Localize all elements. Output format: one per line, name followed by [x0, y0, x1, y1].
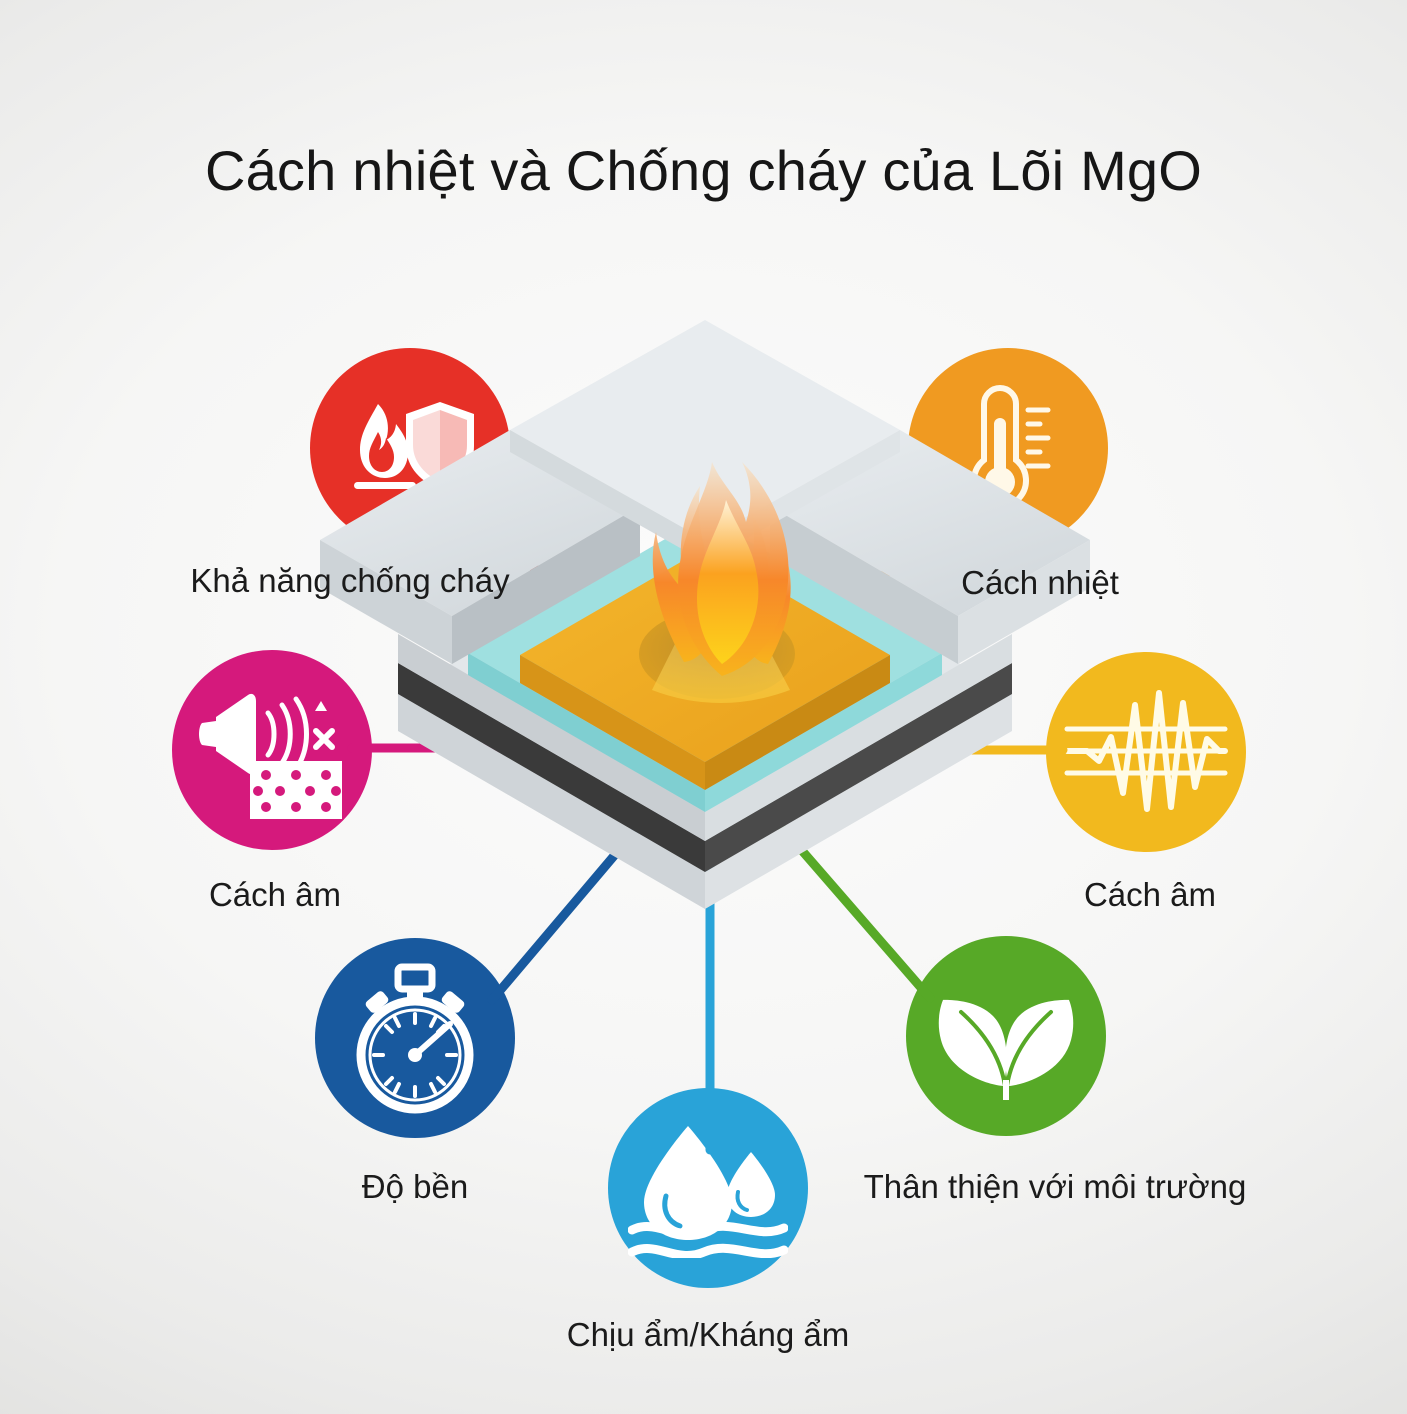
- label-thermal-insulation: Cách nhiệt: [961, 564, 1119, 601]
- panel-dark-left: [398, 663, 705, 872]
- mgo-core-left: [520, 655, 705, 790]
- label-fire-resistance: Khả năng chống cháy: [190, 562, 510, 599]
- label-moisture-resistance: Chịu ẩm/Kháng ẩm: [566, 1316, 850, 1353]
- panel-top-left-board-side: [452, 506, 640, 664]
- panel-mid-right: [705, 634, 1012, 841]
- waveform-icon: [1064, 690, 1228, 812]
- panel-cyan-right: [705, 653, 942, 812]
- panel-top-right-board-side: [770, 506, 958, 664]
- node-eco-friendly[interactable]: [906, 936, 1106, 1136]
- panel-dark-right: [705, 663, 1012, 872]
- page-title: Cách nhiệt và Chống cháy của Lõi MgO: [204, 139, 1203, 202]
- leaf-icon: [938, 999, 1074, 1102]
- panel-top-left-board-front: [320, 540, 452, 664]
- panel-base-right: [705, 694, 1012, 909]
- label-sound-insulation-left: Cách âm: [208, 876, 342, 913]
- label-sound-insulation-right: Cách âm: [1083, 876, 1217, 913]
- panel-base-left: [398, 694, 705, 909]
- node-sound-insulation-left[interactable]: [172, 650, 372, 850]
- panel-cyan-left: [468, 653, 705, 812]
- node-durability[interactable]: [315, 938, 515, 1138]
- megaphone-soundproof-icon: [199, 693, 342, 819]
- flame-main-inner: [696, 500, 759, 664]
- mgo-core-right: [705, 655, 890, 790]
- stopwatch-icon: [356, 963, 474, 1113]
- label-eco-friendly: Thân thiện với môi trường: [863, 1168, 1247, 1205]
- panel-mid-left: [398, 634, 705, 841]
- panel-top-right-board-front: [958, 540, 1090, 664]
- panel-top-back-board-left: [510, 430, 705, 562]
- label-durability: Độ bền: [361, 1168, 469, 1205]
- node-sound-insulation-right[interactable]: [1046, 652, 1246, 852]
